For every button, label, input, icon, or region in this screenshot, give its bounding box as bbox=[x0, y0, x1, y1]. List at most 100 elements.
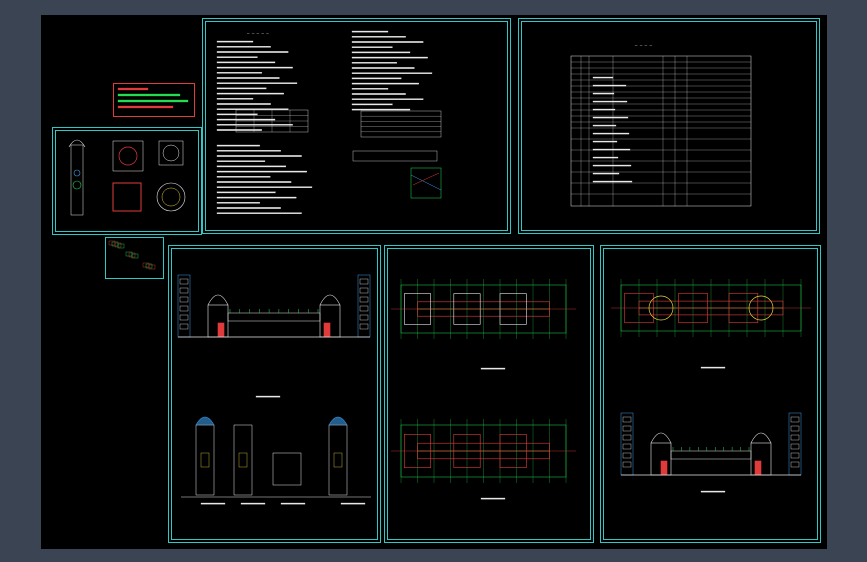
tower-plan-2 bbox=[158, 140, 184, 166]
side-elevation-1-window bbox=[200, 452, 210, 468]
sheet-gate-elevations[interactable] bbox=[168, 245, 381, 543]
note-text-line bbox=[216, 82, 298, 84]
rear-elevation-window bbox=[622, 434, 632, 441]
note-text-line bbox=[351, 62, 397, 64]
rear-elevation-beam bbox=[670, 450, 752, 460]
note-text-line bbox=[216, 150, 281, 152]
schedule-cell-text bbox=[592, 92, 615, 95]
note-text-line bbox=[216, 77, 280, 79]
front-elevation-door bbox=[217, 322, 225, 338]
tower-plan-4-ring bbox=[156, 182, 186, 212]
sheet-gate-elevations-frame bbox=[171, 248, 378, 540]
note-text-line bbox=[216, 118, 276, 121]
front-elevation-window bbox=[359, 314, 369, 321]
stair-detail-line bbox=[410, 174, 442, 191]
sheet-roof-plan-elevation[interactable] bbox=[600, 245, 821, 543]
side-elevation-1-body bbox=[195, 424, 215, 496]
front-elevation-window bbox=[359, 287, 369, 294]
drawing-canvas[interactable]: — — — — — — — — — bbox=[41, 15, 827, 549]
sheet-design-notes-frame bbox=[205, 21, 508, 231]
sheet-tower-details-frame bbox=[55, 130, 199, 232]
front-elevation-window bbox=[359, 278, 369, 285]
schedule-header: — — — — bbox=[635, 43, 652, 48]
side-elevation-2-body bbox=[233, 424, 253, 496]
note-text-line bbox=[351, 93, 406, 95]
note-text-line bbox=[216, 155, 302, 157]
side-elevation-3-body bbox=[328, 424, 348, 496]
sheet-tower-details[interactable] bbox=[52, 127, 202, 235]
drawing-title-bar bbox=[700, 366, 726, 369]
schedule-cell-text bbox=[592, 76, 614, 79]
side-elevation-3-cap bbox=[328, 416, 348, 426]
front-elevation-door bbox=[323, 322, 331, 338]
front-elevation-left-dome bbox=[207, 294, 229, 306]
note-text-line bbox=[216, 186, 313, 188]
tower-ornament bbox=[72, 180, 82, 190]
site-block bbox=[131, 253, 139, 259]
schedule-table bbox=[570, 55, 752, 207]
drawing-title-bar bbox=[340, 502, 366, 505]
note-text-line bbox=[216, 66, 293, 69]
tower-dome bbox=[68, 139, 86, 148]
note-text-line bbox=[216, 113, 258, 116]
side-elevation-2-cap bbox=[234, 417, 252, 425]
legend-text bbox=[117, 87, 149, 91]
schedule-cell-text bbox=[592, 172, 620, 175]
rear-elevation-window bbox=[622, 416, 632, 423]
drawing-title-bar bbox=[280, 502, 306, 505]
legend-text bbox=[117, 99, 189, 103]
rear-elevation-right-dome bbox=[750, 432, 772, 444]
site-block bbox=[148, 264, 156, 270]
tower-plan-1 bbox=[112, 140, 144, 172]
schedule-cell-text bbox=[592, 148, 631, 151]
schedule-cell-text bbox=[592, 84, 627, 87]
note-text-line bbox=[351, 30, 389, 33]
schedule-cell-text bbox=[592, 116, 629, 119]
rear-elevation-window bbox=[790, 452, 800, 459]
side-elevation-gate bbox=[272, 452, 302, 486]
note-text-line bbox=[351, 56, 428, 59]
note-text-line bbox=[216, 160, 266, 162]
note-text-line bbox=[351, 98, 424, 100]
front-elevation-window bbox=[179, 287, 189, 294]
front-elevation-window bbox=[359, 296, 369, 303]
stair-detail bbox=[410, 167, 442, 199]
drawing-title-bar bbox=[240, 502, 266, 505]
front-elevation-window bbox=[179, 305, 189, 312]
rear-elevation-window bbox=[790, 443, 800, 450]
note-text-line bbox=[216, 202, 260, 204]
note-text-line bbox=[216, 212, 302, 214]
note-text-line bbox=[216, 56, 258, 58]
note-text-line bbox=[216, 129, 262, 131]
tower-plan-3 bbox=[112, 182, 142, 212]
schedule-cell-text bbox=[592, 132, 630, 135]
sheet-schedule[interactable]: — — — — bbox=[518, 18, 820, 234]
sheet-gate-plans[interactable] bbox=[384, 245, 594, 543]
note-text-line bbox=[351, 82, 419, 85]
note-text-line bbox=[351, 51, 411, 54]
side-elevation-2-window bbox=[238, 452, 248, 468]
sheet-design-notes[interactable]: — — — — — bbox=[202, 18, 511, 234]
front-elevation-window bbox=[359, 305, 369, 312]
schedule-cell-text bbox=[592, 180, 633, 183]
upper-plan-round-tower bbox=[648, 295, 674, 321]
upper-plan-round-tower bbox=[748, 295, 774, 321]
schedule-cell-text bbox=[592, 156, 619, 159]
rear-elevation-window bbox=[622, 452, 632, 459]
note-text-line bbox=[216, 176, 271, 178]
side-elevation-1-cap bbox=[195, 416, 215, 426]
rear-elevation-window bbox=[790, 425, 800, 432]
front-elevation-beam bbox=[227, 312, 321, 322]
note-text-line bbox=[216, 170, 307, 173]
note-text-line bbox=[216, 92, 284, 95]
schedule-cell-text bbox=[592, 124, 617, 127]
note-text-line bbox=[216, 124, 293, 126]
front-elevation-window bbox=[359, 323, 369, 330]
tower-ornament bbox=[73, 169, 81, 177]
rear-elevation-window bbox=[790, 461, 800, 468]
note-text-line bbox=[216, 103, 271, 105]
sheet-site-plan-thumb[interactable] bbox=[105, 237, 164, 279]
drawing-title-bar bbox=[700, 490, 726, 493]
notes-table-2 bbox=[360, 110, 442, 138]
note-text-line bbox=[216, 196, 297, 199]
